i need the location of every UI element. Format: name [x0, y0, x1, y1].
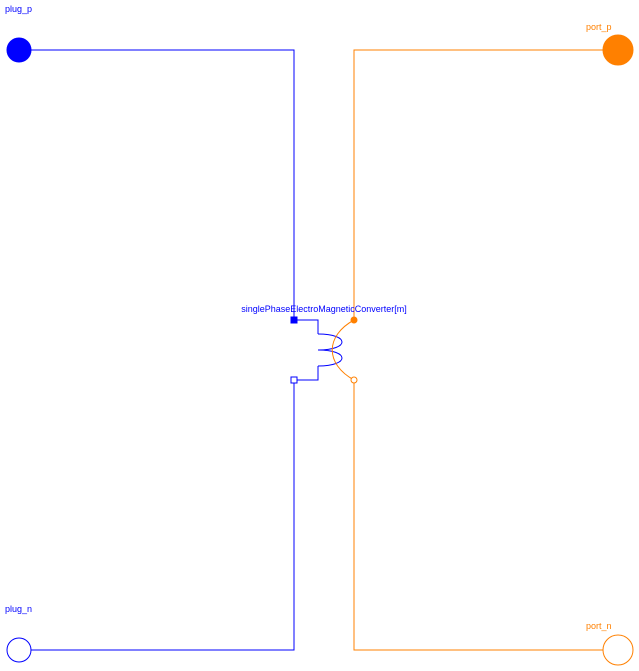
electric-pin-positive[interactable] [290, 316, 298, 324]
component-label: singlePhaseElectroMagneticConverter[m] [241, 304, 407, 314]
connector-plug-p[interactable]: plug_p [5, 4, 32, 63]
plug-p-label: plug_p [5, 4, 32, 14]
magnetic-wires [353, 49, 618, 651]
converter-component[interactable]: singlePhaseElectroMagneticConverter[m] [241, 304, 407, 384]
coil-icon [294, 319, 343, 381]
plug-n-icon[interactable] [6, 637, 32, 663]
connector-port-n[interactable]: port_n [586, 621, 634, 666]
wire-plug-n[interactable] [19, 380, 295, 651]
plug-p-icon[interactable] [6, 37, 32, 63]
electric-pin-negative[interactable] [290, 376, 298, 384]
magnetic-pin-negative[interactable] [350, 376, 358, 384]
port-p-label: port_p [586, 22, 612, 32]
port-n-label: port_n [586, 621, 612, 631]
connector-plug-n[interactable]: plug_n [5, 604, 32, 663]
wire-plug-p[interactable] [19, 49, 295, 320]
magnetic-arc [331, 319, 355, 381]
wire-port-n[interactable] [353, 380, 618, 651]
connector-port-p[interactable]: port_p [586, 22, 634, 66]
port-n-icon[interactable] [602, 634, 634, 666]
wire-port-p[interactable] [353, 49, 618, 320]
magnetic-pin-positive[interactable] [350, 316, 358, 324]
electric-wires [19, 49, 295, 651]
plug-n-label: plug_n [5, 604, 32, 614]
port-p-icon[interactable] [602, 34, 634, 66]
